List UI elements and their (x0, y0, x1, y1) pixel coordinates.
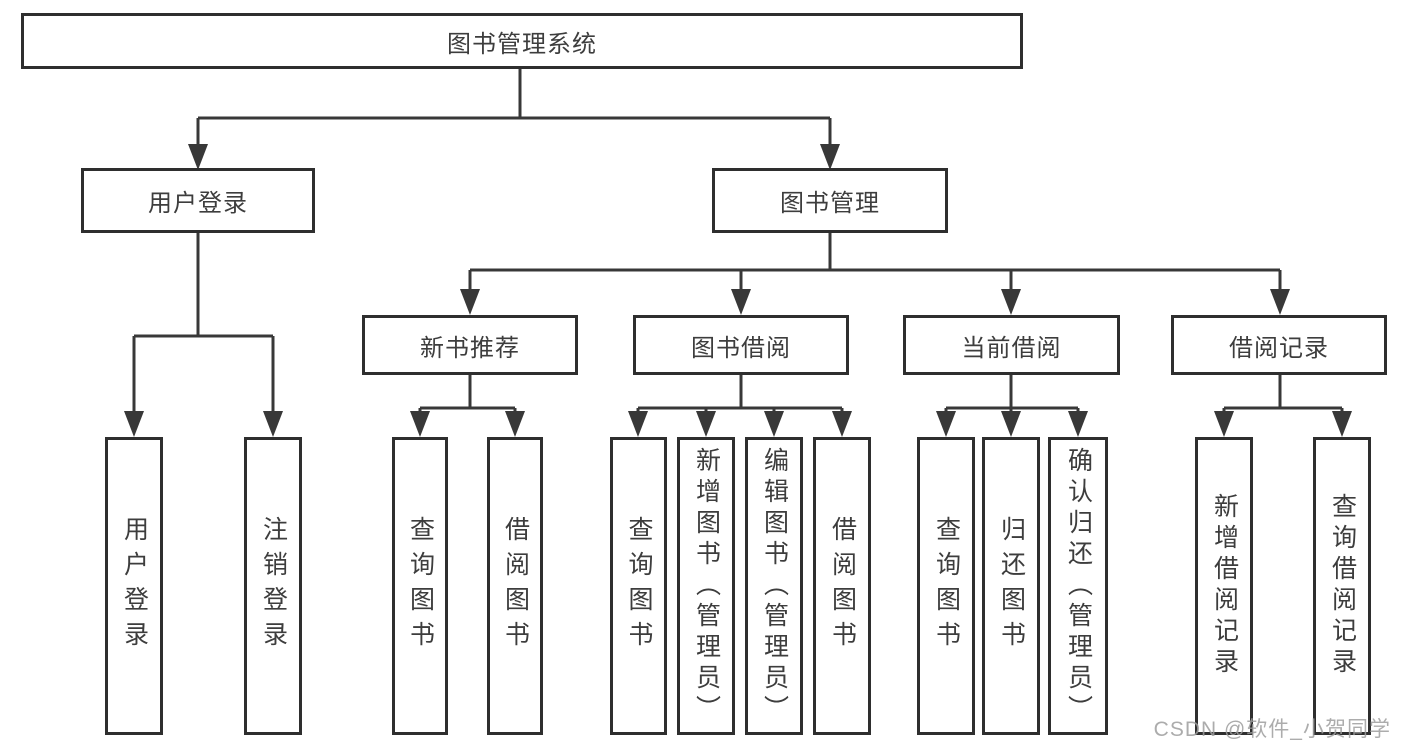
leaf-newbook-borrow-books: 借阅图书 (487, 437, 543, 735)
leaf-borrow-borrow-books: 借阅图书 (813, 437, 871, 735)
leaf-borrow-query-books-label: 查询图书 (625, 516, 653, 656)
leaf-borrow-borrow-books-label: 借阅图书 (828, 516, 857, 656)
node-book-borrow-label: 图书借阅 (691, 334, 791, 362)
node-user-login-label: 用户登录 (148, 190, 248, 217)
leaf-borrow-add-books-admin-label: 新增图书（管理员） (692, 446, 721, 726)
leaf-current-return-books-label: 归还图书 (997, 516, 1026, 656)
arrowheads (124, 144, 1352, 437)
node-new-book-recommend: 新书推荐 (362, 315, 578, 375)
leaf-borrow-add-books-admin: 新增图书（管理员） (677, 437, 735, 735)
node-new-book-recommend-label: 新书推荐 (420, 334, 520, 362)
leaf-newbook-query-books: 查询图书 (392, 437, 448, 735)
leaf-borrow-query-books: 查询图书 (610, 437, 667, 735)
leaf-newbook-borrow-books-label: 借阅图书 (501, 516, 530, 656)
leaf-current-confirm-return-admin: 确认归还（管理员） (1048, 437, 1108, 735)
leaf-records-add-record-label: 新增借阅记录 (1210, 493, 1239, 679)
leaf-current-confirm-return-admin-label: 确认归还（管理员） (1064, 446, 1093, 726)
csdn-watermark: CSDN @软件_小贺同学 (1153, 718, 1391, 741)
node-root-system: 图书管理系统 (21, 13, 1023, 69)
leaf-records-query-record-label: 查询借阅记录 (1328, 493, 1357, 679)
node-book-borrow: 图书借阅 (633, 315, 849, 375)
leaf-current-query-books: 查询图书 (917, 437, 975, 735)
leaf-newbook-query-books-label: 查询图书 (406, 516, 435, 656)
leaf-logout: 注销登录 (244, 437, 302, 735)
leaf-current-query-books-label: 查询图书 (932, 516, 961, 656)
leaf-current-return-books: 归还图书 (982, 437, 1040, 735)
node-root-label: 图书管理系统 (447, 30, 597, 58)
leaf-logout-label: 注销登录 (259, 516, 288, 656)
leaf-borrow-edit-books-admin: 编辑图书（管理员） (745, 437, 803, 735)
node-book-management-label: 图书管理 (780, 190, 880, 217)
leaf-user-login-label: 用户登录 (120, 516, 149, 656)
node-borrow-records: 借阅记录 (1171, 315, 1387, 375)
leaf-borrow-edit-books-admin-label: 编辑图书（管理员） (760, 446, 789, 726)
leaf-records-query-record: 查询借阅记录 (1313, 437, 1371, 735)
node-current-borrow: 当前借阅 (903, 315, 1120, 375)
node-borrow-records-label: 借阅记录 (1229, 334, 1329, 362)
node-current-borrow-label: 当前借阅 (961, 334, 1062, 362)
node-user-login: 用户登录 (81, 168, 315, 233)
node-book-management: 图书管理 (712, 168, 948, 233)
leaf-records-add-record: 新增借阅记录 (1195, 437, 1253, 735)
leaf-user-login: 用户登录 (105, 437, 163, 735)
